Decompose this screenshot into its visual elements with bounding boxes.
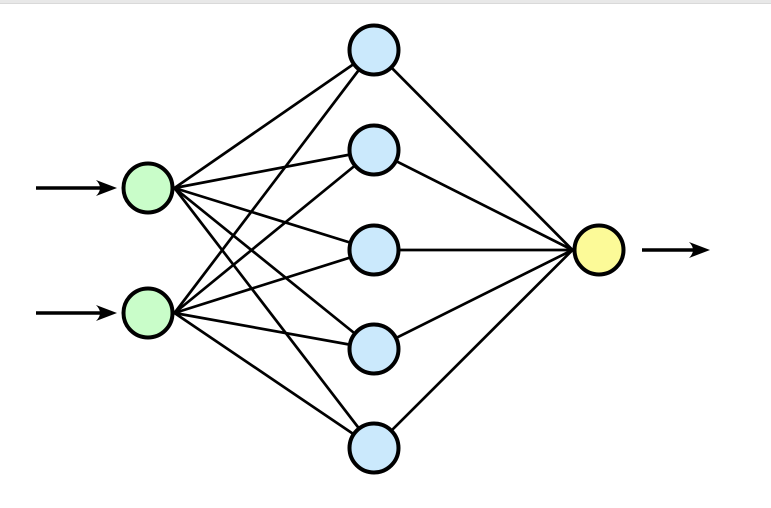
edge-hidden-5-output-1 (373, 249, 574, 449)
hidden-1-node (347, 23, 401, 77)
input-arrow-2-head (96, 305, 117, 321)
edge-input-2-hidden-4 (174, 311, 375, 351)
edge-input-2-hidden-5 (173, 311, 375, 450)
window-top-strip (0, 0, 771, 4)
hidden-2-node (347, 123, 401, 177)
edge-input-1-hidden-1 (173, 48, 375, 190)
edge-input-1-hidden-5 (173, 187, 376, 449)
input-1-node (121, 161, 175, 215)
edge-input-2-hidden-3 (174, 248, 375, 315)
edge-hidden-4-output-1 (373, 248, 574, 351)
hidden-3-node (347, 223, 401, 277)
edge-input-2-hidden-1 (173, 49, 376, 314)
edge-input-1-hidden-2 (174, 148, 375, 190)
hidden-5-node (347, 421, 401, 475)
input-2-node (121, 286, 175, 340)
edge-input-1-hidden-3 (174, 186, 375, 252)
edge-input-2-hidden-2 (173, 148, 375, 315)
output-arrow-head (689, 242, 710, 258)
edge-input-1-hidden-4 (173, 186, 375, 351)
output-1-node (572, 223, 626, 277)
edge-hidden-1-output-1 (373, 49, 574, 251)
hidden-4-node (347, 322, 401, 376)
input-arrow-1-head (96, 180, 117, 196)
edge-hidden-2-output-1 (373, 148, 574, 252)
